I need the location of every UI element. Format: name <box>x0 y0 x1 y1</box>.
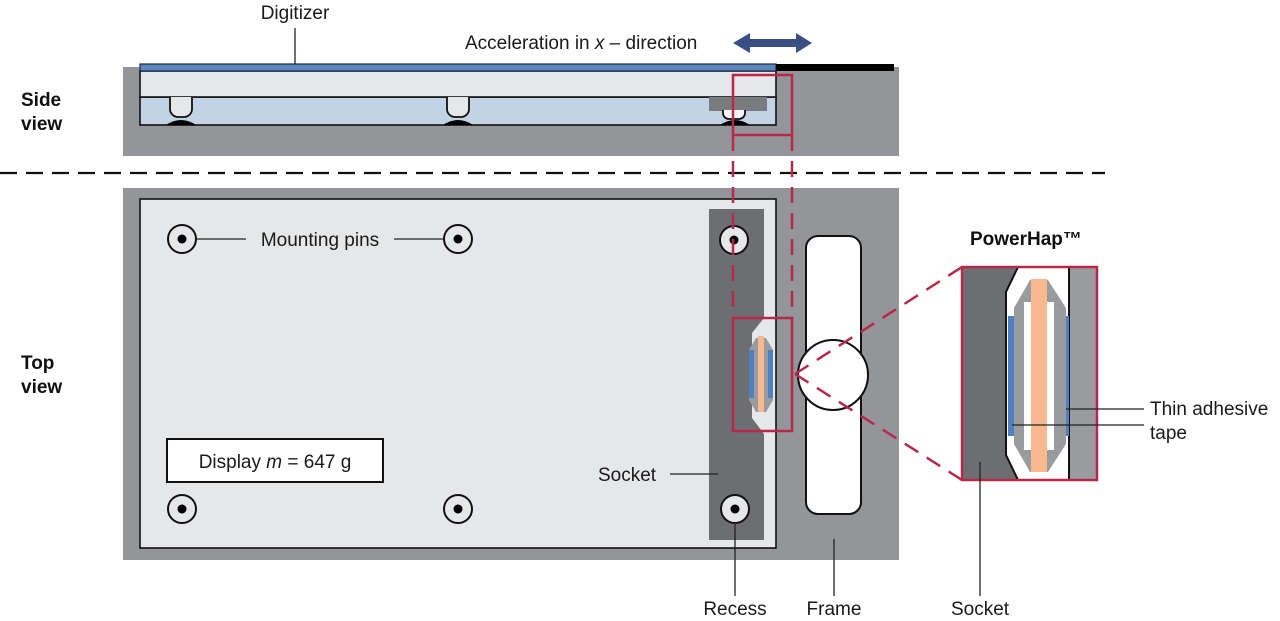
top-view-label-2: view <box>21 377 62 398</box>
frame-magnifier-circle <box>797 339 869 411</box>
display-mass-label: Display m = 647 g <box>199 452 352 473</box>
top-view: Mounting pins Display m = 647 g Socket <box>123 188 899 560</box>
frame-label: Frame <box>807 599 862 620</box>
detail-socket <box>962 267 1018 480</box>
acceleration-label: Acceleration in x – direction <box>465 33 697 54</box>
double-arrow-icon <box>733 33 812 53</box>
side-socket-block <box>709 97 767 111</box>
side-pin <box>166 97 196 125</box>
mounting-pin <box>720 494 750 524</box>
side-bezel-strip <box>776 64 894 71</box>
powerhap-title: PowerHap™ <box>970 229 1082 250</box>
socket-label: Socket <box>598 465 657 486</box>
mounting-pin <box>443 224 473 254</box>
mounting-pin <box>167 224 197 254</box>
detail-border <box>960 265 1099 482</box>
recess-label: Recess <box>703 599 766 620</box>
side-view-label-2: view <box>21 114 62 135</box>
side-pin <box>443 97 473 125</box>
top-display <box>139 198 777 549</box>
digitizer-label: Digitizer <box>261 3 330 24</box>
socket-detail-label: Socket <box>951 599 1010 620</box>
powerhap-detail <box>960 265 1099 482</box>
side-view: Digitizer Acceleration in x – direction <box>123 3 899 156</box>
side-display-glass <box>139 70 777 98</box>
piezo-stack <box>1031 279 1047 472</box>
adhesive-label-1: Thin adhesive <box>1150 399 1268 420</box>
magnify-line-top <box>794 265 963 376</box>
side-view-label-1: Side <box>21 90 61 111</box>
top-detail-box <box>731 316 794 433</box>
mounting-pin <box>167 494 197 524</box>
top-view-label-1: Top <box>21 353 54 374</box>
adhesive-label-2: tape <box>1150 423 1187 444</box>
display-mass-box <box>166 438 384 483</box>
mounting-pin <box>443 494 473 524</box>
mini-actuator <box>749 336 773 412</box>
magnify-line-bottom <box>794 372 963 482</box>
mounting-pins-label: Mounting pins <box>261 230 379 251</box>
detail-frame <box>1069 267 1097 480</box>
side-digitizer-layer <box>139 63 777 72</box>
detail-socket-edge <box>1005 266 1019 481</box>
adhesive-tape-left <box>1008 316 1016 436</box>
side-detail-box <box>731 73 794 137</box>
